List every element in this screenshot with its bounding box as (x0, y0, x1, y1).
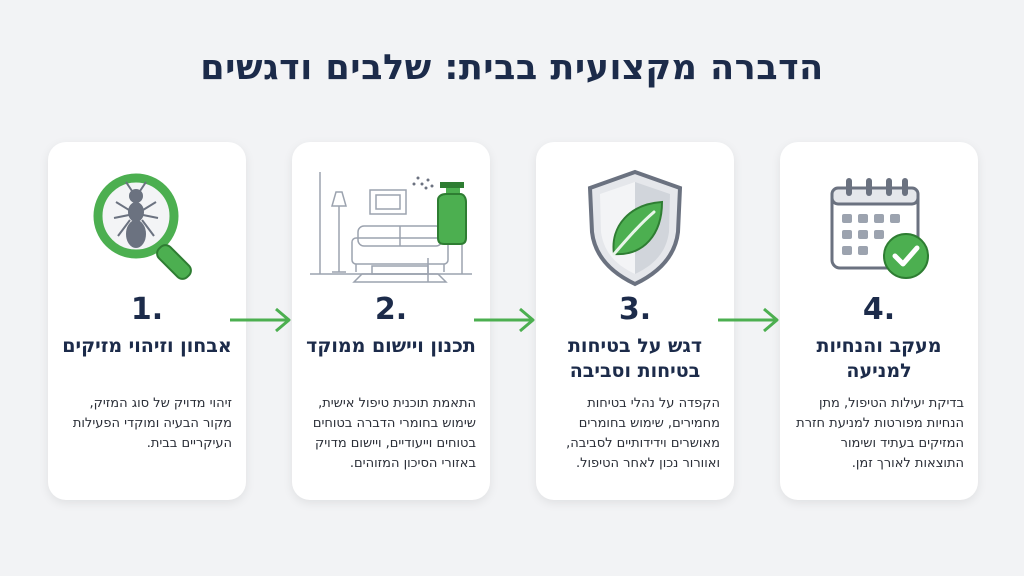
step-number: .1 (130, 292, 164, 327)
step-heading: תכנון ויישום ממוקד (306, 335, 476, 357)
step-description: הקפדה על נהלי בטיחות מחמירים, שימוש בחומ… (566, 396, 720, 471)
arrow-right-icon (718, 307, 779, 333)
step-number: .4 (862, 292, 896, 327)
step-heading: אבחון וזיהוי מזיקים (62, 335, 232, 357)
shield-leaf-icon (536, 162, 734, 292)
step-card-4: .1 אבחון וזיהוי מזיקים זיהוי מדויק של סו… (48, 142, 246, 500)
step-card-2: .3 דגש על בטיחות בטיחות וסביבה הקפדה על … (536, 142, 734, 500)
page-title: הדברה מקצועית בבית: שלבים ודגשים (200, 48, 824, 88)
step-card-1: .4 מעקב והנחיות למניעה בדיקת יעילות הטיפ… (780, 142, 978, 500)
arrow-right-icon (230, 307, 291, 333)
magnifier-ant-icon (48, 162, 246, 292)
step-number: .2 (374, 292, 408, 327)
step-description: זיהוי מדויק של סוג המזיק, מקור הבעיה ומו… (72, 396, 232, 451)
step-number: .3 (618, 292, 652, 327)
arrow-right-icon (474, 307, 535, 333)
step-heading: מעקב והנחיות למניעה (816, 335, 942, 382)
calendar-check-icon (780, 162, 978, 292)
step-heading: דגש על בטיחות בטיחות וסביבה (567, 335, 703, 382)
living-room-spray-icon (292, 162, 490, 292)
step-description: התאמת תוכנית טיפול אישית, שימוש בחומרי ה… (312, 396, 476, 471)
step-description: בדיקת יעילות הטיפול, מתן הנחיות מפורטות … (796, 396, 964, 471)
step-card-3: .2 תכנון ויישום ממוקד התאמת תוכנית טיפול… (292, 142, 490, 500)
